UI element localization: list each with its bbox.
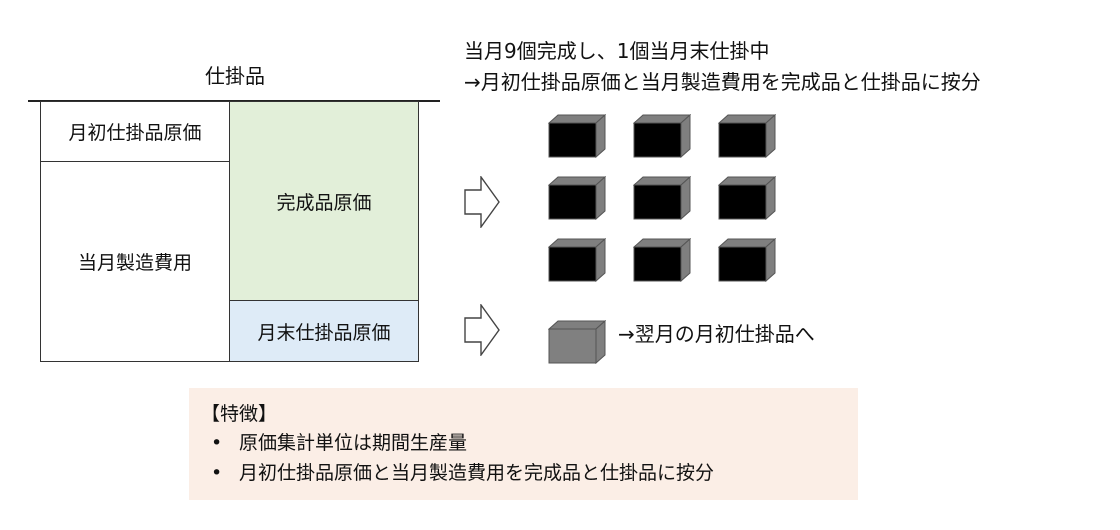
current-manufacturing-cost-cell: 当月製造費用 [40,161,230,362]
wip-product-cube [548,320,606,364]
features-title: 【特徴】 [201,403,278,425]
next-month-label: →翌月の月初仕掛品へ [618,322,815,346]
completed-product-cube [633,238,691,282]
completed-product-cube [718,114,776,158]
finished-goods-cost-cell: 完成品原価 [229,101,419,301]
completed-product-cube [548,114,606,158]
ending-wip-cost-cell: 月末仕掛品原価 [229,300,419,362]
features-list: • 原価集計単位は期間生産量 • 月初仕掛品原価と当月製造費用を完成品と仕掛品に… [201,428,846,488]
header-line-1: 当月9個完成し、1個当月末仕掛中 [464,39,770,63]
header-text: 当月9個完成し、1個当月末仕掛中 →月初仕掛品原価と当月製造費用を完成品と仕掛品… [464,36,981,98]
header-line-2: →月初仕掛品原価と当月製造費用を完成品と仕掛品に按分 [464,70,981,94]
completed-product-cube [633,176,691,220]
completed-product-cube [548,238,606,282]
completed-product-cube [548,176,606,220]
bullet-icon: • [211,462,223,484]
feature-item: • 原価集計単位は期間生産量 [201,428,846,458]
features-box: 【特徴】 • 原価集計単位は期間生産量 • 月初仕掛品原価と当月製造費用を完成品… [189,388,858,500]
right-arrow-icon [464,304,500,356]
feature-item: • 月初仕掛品原価と当月製造費用を完成品と仕掛品に按分 [201,458,846,488]
completed-product-cube [633,114,691,158]
completed-product-cube [718,238,776,282]
feature-text: 月初仕掛品原価と当月製造費用を完成品と仕掛品に按分 [239,462,715,484]
right-arrow-icon [464,176,500,228]
completed-product-cube [718,176,776,220]
beginning-wip-cost-cell: 月初仕掛品原価 [40,101,230,162]
account-title: 仕掛品 [205,64,265,88]
bullet-icon: • [211,432,223,454]
feature-text: 原価集計単位は期間生産量 [239,432,468,454]
